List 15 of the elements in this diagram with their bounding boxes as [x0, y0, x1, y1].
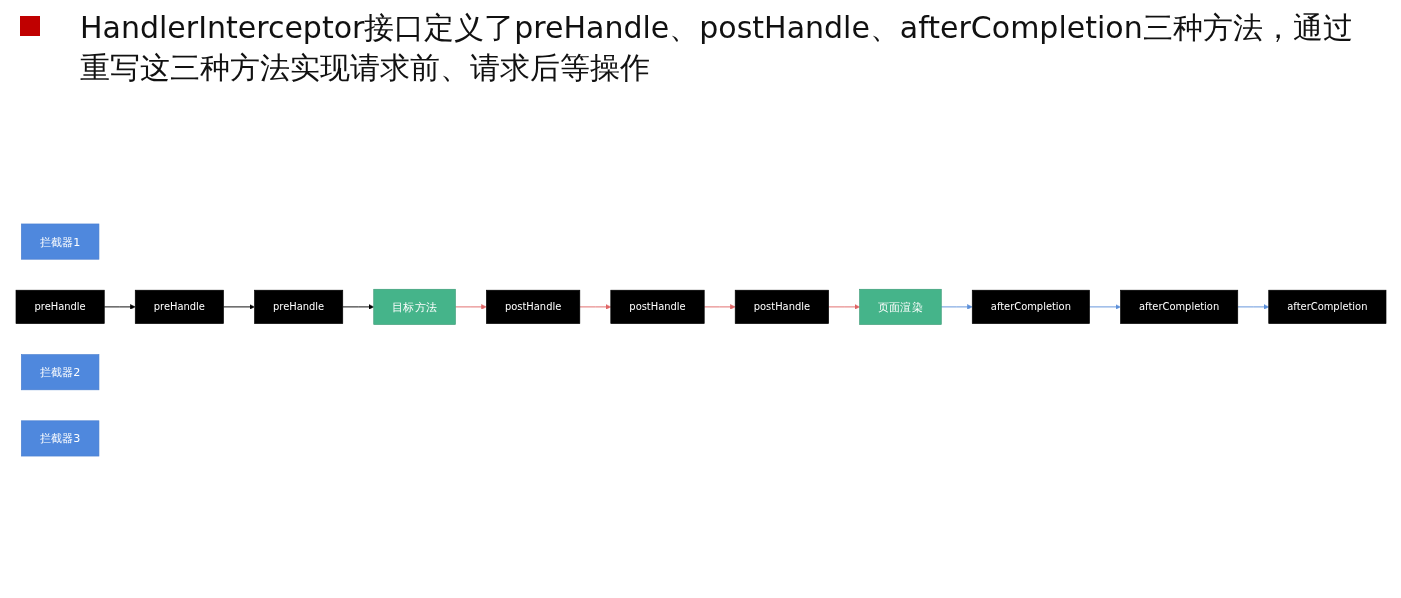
process-box: 目标方法	[372, 288, 456, 325]
method-label-box: preHandle	[253, 289, 343, 324]
method-label-box: preHandle	[134, 289, 224, 324]
method-label-box: preHandle	[15, 289, 105, 324]
interceptor-band: 拦截器1	[20, 223, 99, 260]
method-label-box: postHandle	[609, 289, 705, 324]
method-label-box: postHandle	[485, 289, 580, 324]
method-label-box: afterCompletion	[1267, 289, 1386, 324]
process-box: 页面渲染	[858, 288, 942, 325]
method-label-box: postHandle	[734, 289, 829, 324]
slide-title: HandlerInterceptor接口定义了preHandle、postHandle、afterCompletion三种方法，通过重写这三种方法实现请求前、请求后等操作	[80, 9, 1354, 87]
interceptor-band: 拦截器3	[20, 420, 99, 457]
interceptor-band: 拦截器2	[20, 354, 99, 391]
method-label-box: afterCompletion	[1119, 289, 1238, 324]
method-label-box: afterCompletion	[971, 289, 1090, 324]
